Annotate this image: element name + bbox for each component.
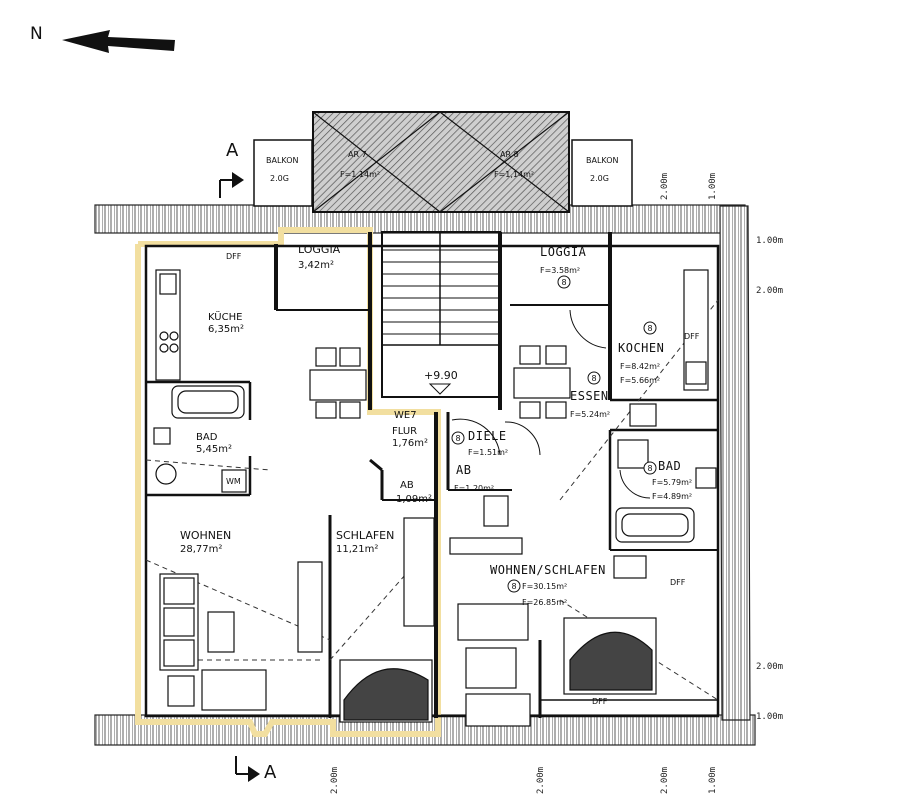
dim-bottom-3: 2.00m [660, 766, 670, 794]
dff-we7: DFF [226, 252, 242, 261]
balcony-right-name: BALKON [586, 156, 619, 165]
dim-right-3: 2.00m [756, 662, 784, 672]
room-bad-we7-area: 5,45m² [196, 444, 233, 455]
roof-top [253, 111, 633, 213]
room-ab-we8-name: AB [456, 463, 472, 477]
unit-we7-outline [135, 227, 441, 737]
balcony-left-name: BALKON [266, 156, 299, 165]
dff-we8-top: DFF [684, 332, 700, 341]
north-label: N [30, 24, 43, 44]
dim-bottom-4: 1.00m [708, 766, 718, 794]
room-flur-area: 1,76m² [392, 438, 429, 449]
room-essen-name: ESSEN [570, 389, 609, 403]
room-wohnen-name: WOHNEN [180, 529, 232, 542]
room-bad-we8-area1: F=5.79m² [652, 478, 693, 487]
dim-bottom-2: 2.00m [536, 766, 546, 794]
room-bad-we8-area2: F=4.89m² [652, 492, 693, 501]
section-label-top: A [226, 140, 239, 161]
room-kochen-name: KOCHEN [618, 341, 665, 355]
room-wohnen-schlafen-area1: F=30.15m² [522, 582, 568, 591]
balcony-left-value: 2.0G [270, 174, 289, 183]
furniture-left [153, 269, 435, 723]
room-loggia-we8-area: F=3.58m² [540, 266, 581, 275]
balcony-right-value: 2.0G [590, 174, 609, 183]
room-wohnen-schlafen-area2: F=26.85m² [522, 598, 568, 607]
room-schlafen-area: 11,21m² [336, 544, 379, 555]
room-loggia-we7-area: 3,42m² [298, 260, 335, 271]
room-flur-name: FLUR [392, 426, 418, 437]
room-ab-we8-area: F=1.20m² [454, 484, 495, 493]
room-essen-area: F=5.24m² [570, 410, 611, 419]
section-marker-icons [219, 172, 260, 782]
unit-we7-label: WE7 [394, 410, 417, 421]
room-diele-area: F=1.51m² [468, 448, 509, 457]
dim-top-1: 2.00m [660, 172, 670, 200]
room-num-kochen: 8 [647, 324, 653, 333]
room-num-loggia: 8 [561, 278, 567, 287]
room-wohnen-schlafen-name: WOHNEN/SCHLAFEN [490, 563, 606, 577]
room-loggia-we7-name: LOGGIA [298, 243, 341, 256]
room-wohnen-area: 28,77m² [180, 544, 223, 555]
room-number-circles [451, 275, 657, 593]
roof-area-right: F=1,14m² [494, 170, 535, 179]
section-label-bottom: A [264, 762, 277, 783]
room-ab-we7-name: AB [400, 480, 414, 491]
room-num-wohnen-schlafen: 8 [511, 582, 517, 591]
stair-level: +9.90 [424, 369, 458, 382]
room-kueche-area: 6,35m² [208, 324, 245, 335]
furniture-right [449, 269, 717, 727]
dim-bottom-1: 2.00m [330, 766, 340, 794]
room-schlafen-name: SCHLAFEN [336, 529, 395, 542]
staircase [382, 249, 500, 395]
room-num-diele: 8 [455, 434, 461, 443]
room-kochen-area2: F=5.66m² [620, 376, 661, 385]
wm-label: WM [226, 477, 241, 486]
room-loggia-we8-name: LOGGIA [540, 245, 587, 259]
dff-we8-bottom: DFF [592, 697, 608, 706]
room-num-essen: 8 [591, 374, 597, 383]
roof-label-right: AR 8 [500, 150, 519, 159]
room-num-bad: 8 [647, 464, 653, 473]
room-bad-we7-name: BAD [196, 432, 218, 443]
door-swings [451, 309, 651, 499]
roof-area-left: F=1,14m² [340, 170, 381, 179]
dim-top-2: 1.00m [708, 172, 718, 200]
roof-label-left: AR 7 [348, 150, 367, 159]
room-diele-name: DIELE [468, 429, 507, 443]
dff-we8-mid: DFF [670, 578, 686, 587]
room-kochen-area1: F=8.42m² [620, 362, 661, 371]
north-arrow-icon [62, 30, 175, 53]
dim-right-4: 1.00m [756, 712, 784, 722]
room-bad-we8-name: BAD [658, 459, 682, 473]
room-ab-we7-area: 1,09m² [396, 494, 433, 505]
dim-right-1: 1.00m [756, 236, 784, 246]
room-kueche-name: KÜCHE [208, 312, 243, 323]
dim-right-2: 2.00m [756, 286, 784, 296]
